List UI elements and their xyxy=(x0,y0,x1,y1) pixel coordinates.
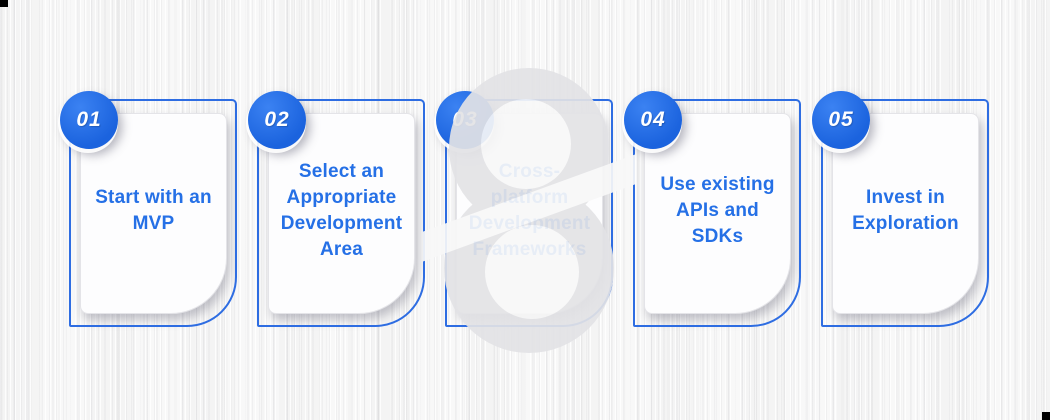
corner-mark-bottom-right xyxy=(1042,412,1050,420)
step-number-badge: 05 xyxy=(812,91,870,149)
step-title: Invest in Exploration xyxy=(852,186,959,234)
steps-row: Start with an MVP 01 Select an Appropria… xyxy=(60,91,989,327)
step-card-3: Cross- platform Development Frameworks 0… xyxy=(436,91,613,327)
step-number-badge: 01 xyxy=(60,91,118,149)
step-card-2: Select an Appropriate Development Area 0… xyxy=(248,91,425,327)
step-card-5: Invest in Exploration 05 xyxy=(812,91,989,327)
step-title: Use existing APIs and SDKs xyxy=(660,173,775,247)
step-number: 04 xyxy=(640,108,666,131)
step-number-badge: 02 xyxy=(248,91,306,149)
step-title: Start with an MVP xyxy=(95,186,212,234)
corner-mark-top-left xyxy=(0,0,8,7)
step-number: 01 xyxy=(76,108,102,131)
step-number-badge: 03 xyxy=(436,91,494,149)
step-number: 03 xyxy=(452,108,478,131)
step-card-1: Start with an MVP 01 xyxy=(60,91,237,327)
step-number: 05 xyxy=(828,108,854,131)
step-card-4: Use existing APIs and SDKs 04 xyxy=(624,91,801,327)
card-outline-frame xyxy=(69,99,237,327)
step-title: Select an Appropriate Development Area xyxy=(280,160,403,260)
step-number-badge: 04 xyxy=(624,91,682,149)
card-outline-frame xyxy=(821,99,989,327)
step-number: 02 xyxy=(264,108,290,131)
